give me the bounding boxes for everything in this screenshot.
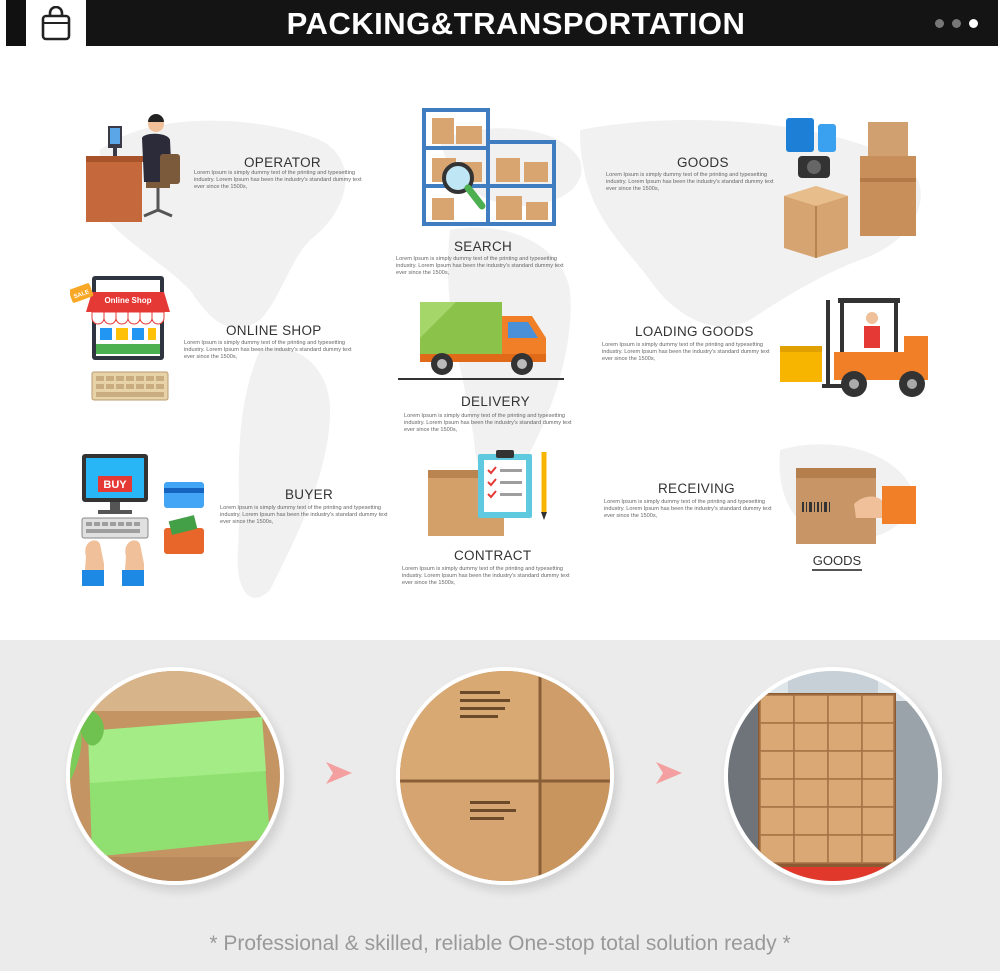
container-loading-photo <box>724 667 942 885</box>
container-image <box>728 671 938 881</box>
process-section: OPERATOR Lorem Ipsum is simply dummy tex… <box>0 70 1000 630</box>
step-goods: GOODS Lorem Ipsum is simply dummy text o… <box>600 70 1000 270</box>
green-bags-photo <box>66 667 284 885</box>
step-title-goods: GOODS <box>677 155 729 170</box>
header-accent-bar <box>6 0 26 46</box>
packing-section: * Professional & skilled, reliable One-s… <box>0 640 1000 971</box>
shopping-bag-icon <box>41 6 71 41</box>
step-title-contract: CONTRACT <box>454 548 532 563</box>
step-receiving: RECEIVING Lorem Ipsum is simply dummy te… <box>600 450 1000 600</box>
goods-illustration <box>784 118 916 258</box>
online-shop-sign: Online Shop <box>104 296 151 305</box>
green-bags-image <box>70 671 280 881</box>
step-title-online-shop: ONLINE SHOP <box>226 323 322 338</box>
step-desc-search: Lorem Ipsum is simply dummy text of the … <box>396 256 564 277</box>
step-desc-delivery: Lorem Ipsum is simply dummy text of the … <box>404 413 572 434</box>
step-desc-receiving: Lorem Ipsum is simply dummy text of the … <box>604 499 772 520</box>
step-desc-contract: Lorem Ipsum is simply dummy text of the … <box>402 566 570 587</box>
step-search: SEARCH Lorem Ipsum is simply dummy text … <box>380 70 620 290</box>
buyer-illustration: BUY <box>81 454 204 586</box>
cartons-image <box>400 671 610 881</box>
step-title-loading-goods: LOADING GOODS <box>635 324 754 339</box>
packing-slogan: * Professional & skilled, reliable One-s… <box>209 932 791 955</box>
step-delivery: DELIVERY Lorem Ipsum is simply dummy tex… <box>380 290 620 450</box>
step-title-operator: OPERATOR <box>244 155 321 170</box>
step-title-search: SEARCH <box>454 239 513 254</box>
step-operator: OPERATOR Lorem Ipsum is simply dummy tex… <box>0 70 400 240</box>
step-contract: CONTRACT Lorem Ipsum is simply dummy tex… <box>380 450 620 600</box>
step-desc-goods: Lorem Ipsum is simply dummy text of the … <box>606 172 774 193</box>
delivery-truck-illustration <box>398 302 564 380</box>
header-dots <box>935 19 978 28</box>
arrow-right-icon-2 <box>656 762 682 784</box>
forklift-illustration <box>780 298 928 397</box>
page-title: PACKING&TRANSPORTATION <box>286 6 746 41</box>
step-buyer: BUY BUYER Lorem Ipsum is simply dummy te… <box>0 450 400 590</box>
step-desc-loading-goods: Lorem Ipsum is simply dummy text of the … <box>602 342 770 363</box>
step-desc-operator: Lorem Ipsum is simply dummy text of the … <box>194 170 362 191</box>
step-title-buyer: BUYER <box>285 487 334 502</box>
operator-illustration <box>86 114 180 222</box>
step-desc-online-shop: Lorem Ipsum is simply dummy text of the … <box>184 340 352 361</box>
cartons-photo <box>396 667 614 885</box>
sale-tag: SALE <box>73 289 90 300</box>
search-warehouse-illustration <box>422 108 556 226</box>
contract-illustration <box>428 450 547 536</box>
buy-screen-label: BUY <box>103 479 127 491</box>
header-bar <box>86 0 998 46</box>
step-title-delivery: DELIVERY <box>461 394 530 409</box>
step-loading-goods: LOADING GOODS Lorem Ipsum is simply dumm… <box>600 290 1000 420</box>
step-title-receiving: RECEIVING <box>658 481 735 496</box>
step-desc-buyer: Lorem Ipsum is simply dummy text of the … <box>220 505 388 526</box>
receiving-box-illustration <box>796 468 916 544</box>
online-shop-illustration: Online Shop SALE <box>70 276 170 401</box>
step-online-shop: Online Shop SALE ONLINE SHOP Lorem Ipsum… <box>0 270 400 420</box>
receiving-goods-label: GOODS <box>812 553 862 571</box>
arrow-right-icon <box>326 762 352 784</box>
